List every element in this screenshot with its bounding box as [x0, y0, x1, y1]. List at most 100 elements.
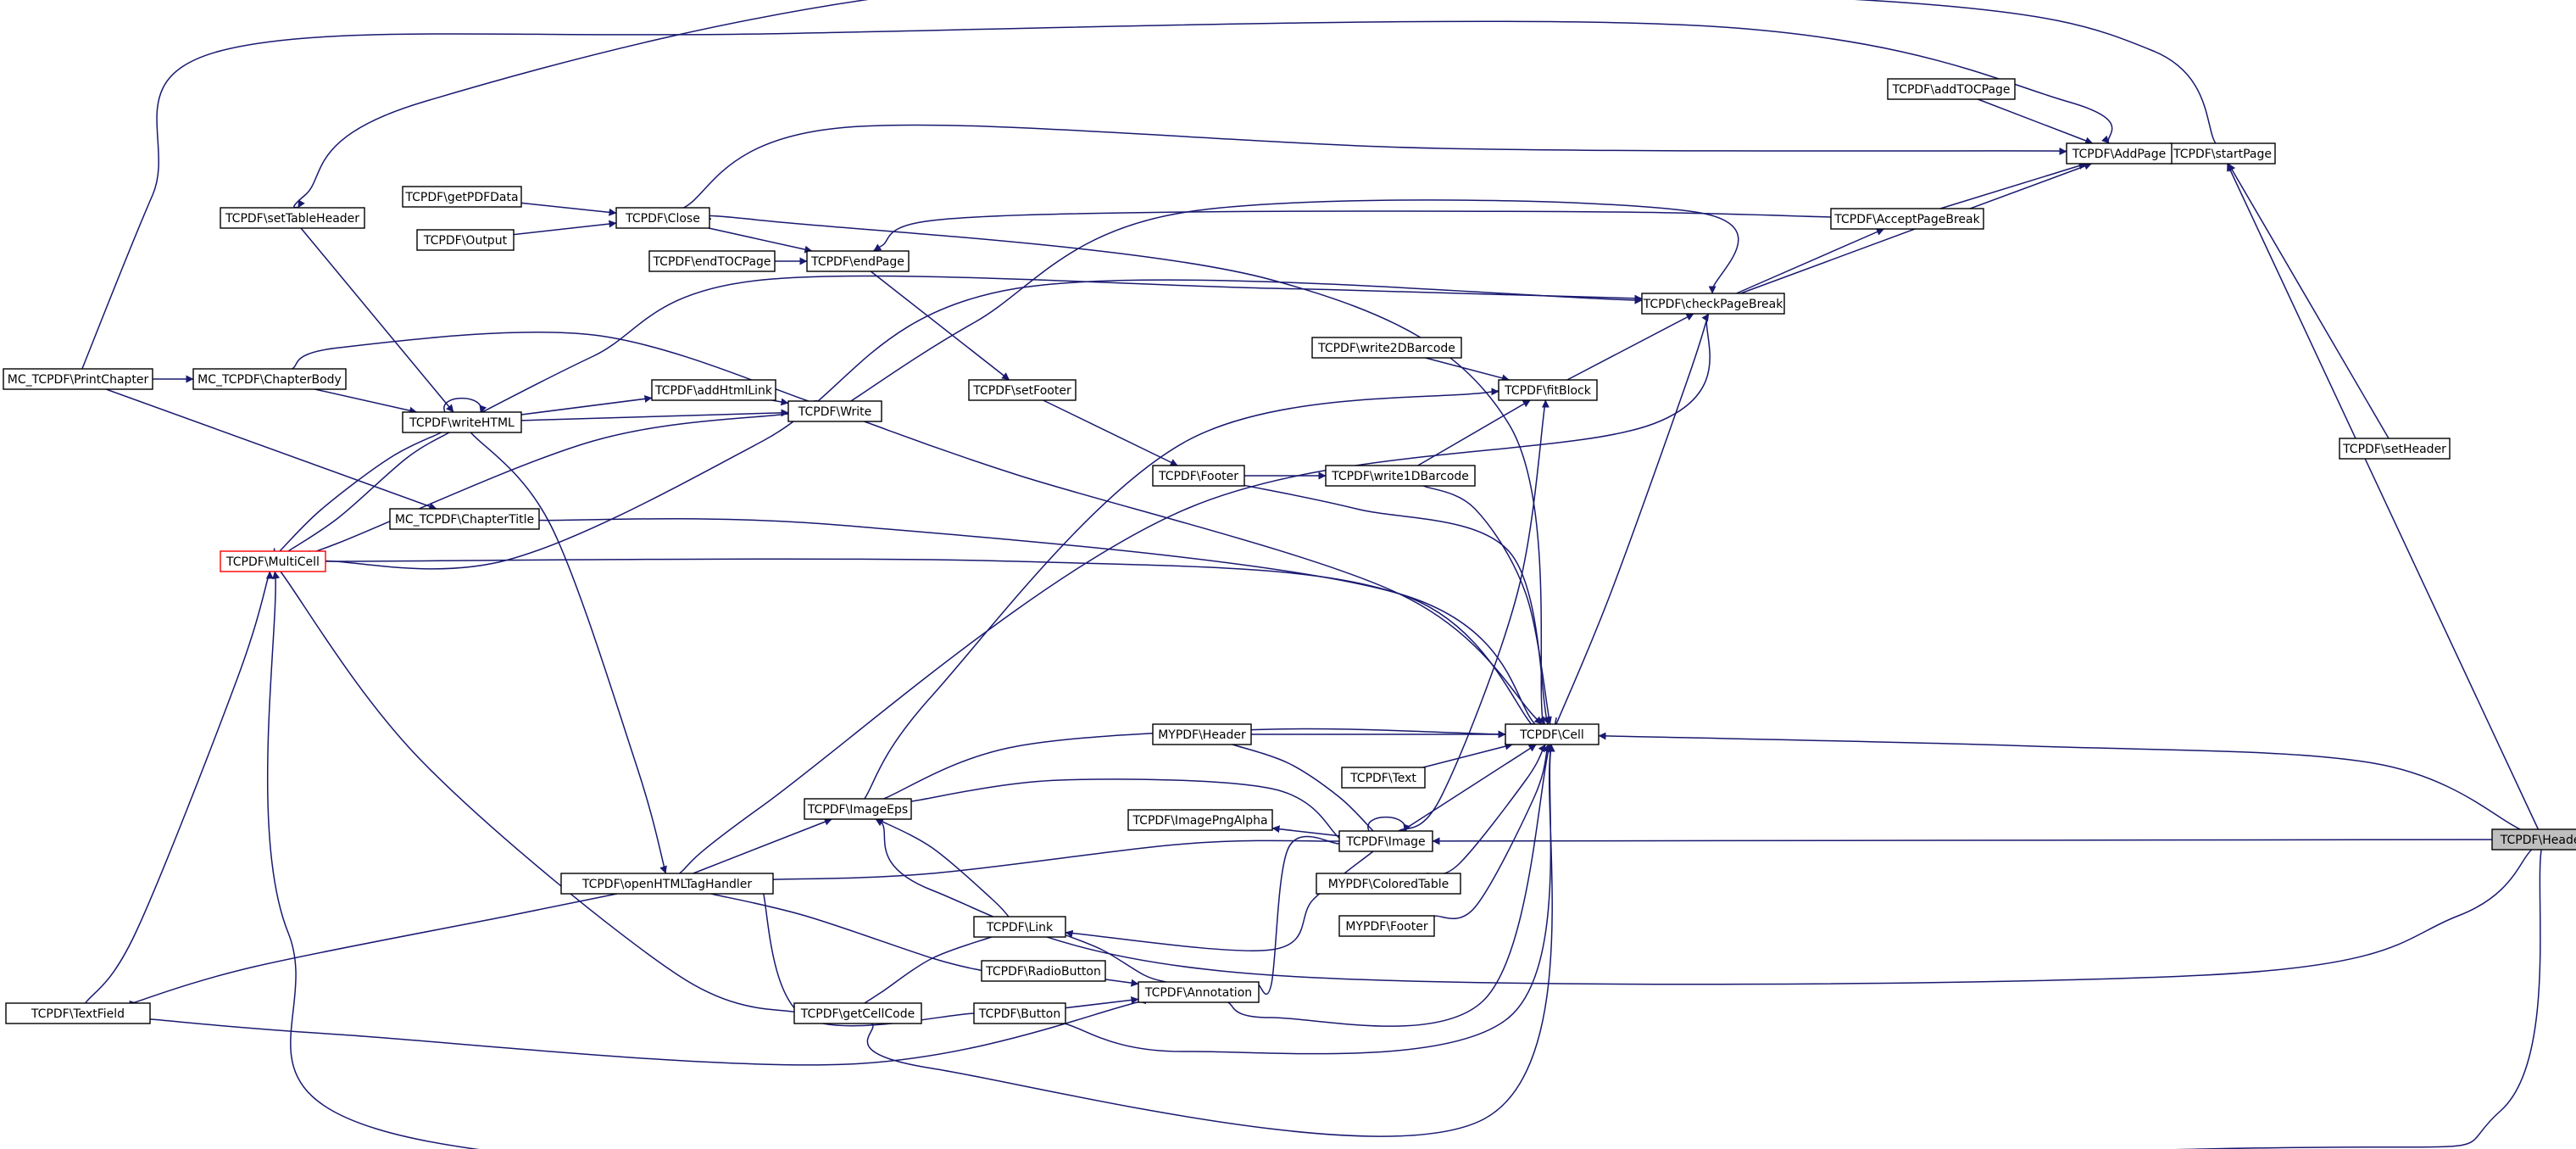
node-addHtmlLink[interactable]: TCPDF\addHtmlLink: [651, 379, 776, 401]
node-ImageEps[interactable]: TCPDF\ImageEps: [804, 798, 912, 820]
node-box[interactable]: [5, 1002, 151, 1024]
node-TextField[interactable]: TCPDF\TextField: [5, 1002, 151, 1024]
edge-PrintChapter-to-AddPage: [81, 20, 2113, 370]
node-startPage[interactable]: TCPDF\startPage: [2169, 142, 2276, 165]
node-box[interactable]: [1152, 723, 1252, 745]
node-box[interactable]: [1127, 809, 1273, 831]
node-setFooter[interactable]: TCPDF\setFooter: [968, 379, 1077, 401]
node-box[interactable]: [560, 873, 774, 895]
node-box[interactable]: [793, 1002, 922, 1024]
node-MYPDFHeader[interactable]: MYPDF\Header: [1152, 723, 1252, 745]
edge-startPage-to-setTableHeader: [293, 0, 2217, 209]
node-label: MC_TCPDF\ChapterBody: [198, 373, 342, 387]
node-box[interactable]: [1887, 78, 2016, 100]
node-setHeader[interactable]: TCPDF\setHeader: [2339, 438, 2451, 460]
node-MYPDFFooter[interactable]: MYPDF\Footer: [1338, 915, 1435, 937]
node-Button[interactable]: TCPDF\Button: [973, 1002, 1066, 1024]
node-box[interactable]: [973, 916, 1066, 938]
node-box[interactable]: [968, 379, 1077, 401]
node-box[interactable]: [1830, 208, 1984, 230]
node-box[interactable]: [220, 207, 365, 229]
edge-endPage-to-setFooter: [870, 271, 1010, 381]
node-Link[interactable]: TCPDF\Link: [973, 916, 1066, 938]
node-box[interactable]: [389, 508, 540, 530]
node-setTableHeader[interactable]: TCPDF\setTableHeader: [220, 207, 365, 229]
node-box[interactable]: [648, 250, 776, 272]
node-label: TCPDF\getPDFData: [404, 191, 518, 204]
node-write2DBarcode[interactable]: TCPDF\write2DBarcode: [1311, 337, 1462, 359]
node-box[interactable]: [1138, 981, 1260, 1003]
edge-fitBlock-to-checkPageBreak: [1566, 313, 1694, 381]
node-label: TCPDF\Cell: [1519, 728, 1584, 742]
node-box[interactable]: [1325, 465, 1476, 487]
node-box[interactable]: [1338, 915, 1435, 937]
node-Close[interactable]: TCPDF\Close: [615, 207, 710, 229]
node-Image[interactable]: TCPDF\Image: [1338, 830, 1433, 852]
node-box[interactable]: [787, 400, 882, 422]
node-fitBlock[interactable]: TCPDF\fitBlock: [1498, 379, 1598, 401]
node-Cell[interactable]: TCPDF\Cell: [1505, 723, 1600, 745]
node-write1DBarcode[interactable]: TCPDF\write1DBarcode: [1325, 465, 1476, 487]
node-ChapterBody[interactable]: MC_TCPDF\ChapterBody: [192, 368, 347, 390]
node-PrintChapter[interactable]: MC_TCPDF\PrintChapter: [3, 368, 153, 390]
node-box[interactable]: [1316, 873, 1461, 895]
node-Annotation[interactable]: TCPDF\Annotation: [1138, 981, 1260, 1003]
node-box[interactable]: [651, 379, 776, 401]
edge-Footer-to-Cell: [1243, 484, 1551, 735]
node-header[interactable]: TCPDF\Header: [2491, 828, 2576, 851]
node-label: TCPDF\Button: [978, 1007, 1060, 1021]
node-getCellCode[interactable]: TCPDF\getCellCode: [793, 1002, 922, 1024]
node-box[interactable]: [615, 207, 710, 229]
node-endPage[interactable]: TCPDF\endPage: [806, 250, 910, 272]
node-endTOCPage[interactable]: TCPDF\endTOCPage: [648, 250, 776, 272]
node-label: TCPDF\startPage: [2173, 148, 2272, 161]
node-box[interactable]: [1338, 830, 1433, 852]
node-box[interactable]: [1341, 767, 1426, 789]
node-box[interactable]: [1152, 465, 1245, 487]
node-Footer[interactable]: TCPDF\Footer: [1152, 465, 1245, 487]
node-box[interactable]: [2339, 438, 2451, 460]
node-box[interactable]: [2066, 142, 2173, 165]
edge-Close-to-Cell: [704, 215, 1547, 745]
node-RadioButton[interactable]: TCPDF\RadioButton: [981, 960, 1106, 982]
node-addTOCPage[interactable]: TCPDF\addTOCPage: [1887, 78, 2016, 100]
node-checkPageBreak[interactable]: TCPDF\checkPageBreak: [1641, 293, 1785, 315]
node-box[interactable]: [402, 411, 522, 433]
node-box[interactable]: [804, 798, 912, 820]
node-box[interactable]: [973, 1002, 1066, 1024]
node-ChapterTitle[interactable]: MC_TCPDF\ChapterTitle: [389, 508, 540, 530]
node-ColoredTable[interactable]: MYPDF\ColoredTable: [1316, 873, 1461, 895]
node-box[interactable]: [2169, 142, 2276, 165]
edge-openHTMLTagHandler-to-ImageEps: [693, 817, 832, 874]
node-box[interactable]: [1498, 379, 1598, 401]
node-box[interactable]: [2491, 828, 2576, 851]
node-AddPage[interactable]: TCPDF\AddPage: [2066, 142, 2173, 165]
node-box[interactable]: [1311, 337, 1462, 359]
edge-getPDFData-to-Close: [520, 202, 617, 216]
node-box[interactable]: [1641, 293, 1785, 315]
node-Write[interactable]: TCPDF\Write: [787, 400, 882, 422]
node-openHTMLTagHandler[interactable]: TCPDF\openHTMLTagHandler: [560, 873, 774, 895]
node-box[interactable]: [416, 229, 515, 251]
node-box[interactable]: [1505, 723, 1600, 745]
node-Text[interactable]: TCPDF\Text: [1341, 767, 1426, 789]
node-box[interactable]: [806, 250, 910, 272]
node-ImagePngAlpha[interactable]: TCPDF\ImagePngAlpha: [1127, 809, 1273, 831]
node-writeHTML[interactable]: TCPDF\writeHTML: [402, 411, 522, 433]
node-label: TCPDF\MultiCell: [225, 555, 320, 569]
node-MultiCell[interactable]: TCPDF\MultiCell: [220, 550, 326, 572]
node-AcceptPageBreak[interactable]: TCPDF\AcceptPageBreak: [1830, 208, 1984, 230]
node-box[interactable]: [192, 368, 347, 390]
node-label: TCPDF\addTOCPage: [1891, 83, 2010, 97]
node-label: TCPDF\endTOCPage: [652, 255, 771, 269]
node-label: TCPDF\writeHTML: [409, 416, 515, 430]
node-getPDFData[interactable]: TCPDF\getPDFData: [402, 186, 522, 208]
node-box[interactable]: [3, 368, 153, 390]
node-box[interactable]: [220, 550, 326, 572]
node-Output[interactable]: TCPDF\Output: [416, 229, 515, 251]
node-box[interactable]: [402, 186, 522, 208]
edge-ImageEps-to-fitBlock: [864, 387, 1517, 800]
node-box[interactable]: [981, 960, 1106, 982]
edge-setHeader-to-startPage: [2228, 163, 2390, 439]
node-label: MC_TCPDF\PrintChapter: [8, 373, 149, 387]
